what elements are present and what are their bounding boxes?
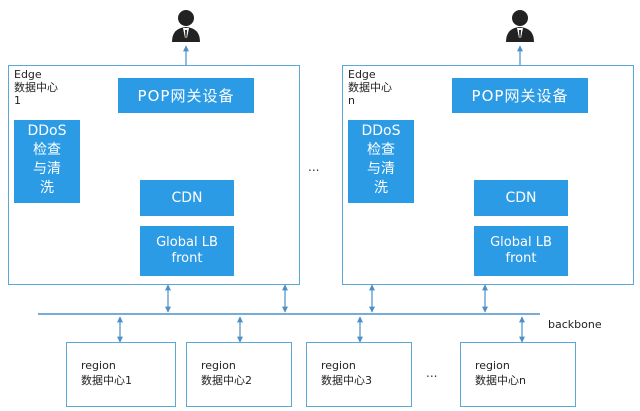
glb-line-1: Global LB xyxy=(156,235,218,250)
region-label: region 数据中心1 xyxy=(81,359,132,387)
region-ellipsis: ... xyxy=(426,366,438,380)
edge-ellipsis: ... xyxy=(308,160,320,174)
glb-line-1: Global LB xyxy=(490,235,552,250)
ddos-box: DDoS 检查 与清 洗 xyxy=(348,120,414,203)
global-lb-front-box: Global LB front xyxy=(474,226,568,276)
region-datacenter-3: region 数据中心3 xyxy=(306,342,412,407)
cdn-box: CDN xyxy=(140,180,234,216)
edge-label: Edge 数据中心 1 xyxy=(14,68,58,107)
region-datacenter-2: region 数据中心2 xyxy=(186,342,292,407)
pop-gateway-box: POP网关设备 xyxy=(118,78,254,113)
glb-line-2: front xyxy=(171,251,203,266)
backbone-label: backbone xyxy=(548,318,602,331)
user-icon xyxy=(172,10,200,42)
edge-label: Edge 数据中心 n xyxy=(348,68,392,107)
global-lb-front-box: Global LB front xyxy=(140,226,234,276)
region-datacenter-1: region 数据中心1 xyxy=(66,342,176,407)
region-label: region 数据中心2 xyxy=(201,359,252,387)
cdn-box: CDN xyxy=(474,180,568,216)
user-icon xyxy=(506,10,534,42)
pop-gateway-box: POP网关设备 xyxy=(452,78,588,113)
region-label: region 数据中心n xyxy=(475,359,526,387)
region-label: region 数据中心3 xyxy=(321,359,372,387)
glb-line-2: front xyxy=(505,251,537,266)
ddos-box: DDoS 检查 与清 洗 xyxy=(14,120,80,203)
region-datacenter-n: region 数据中心n xyxy=(460,342,576,407)
